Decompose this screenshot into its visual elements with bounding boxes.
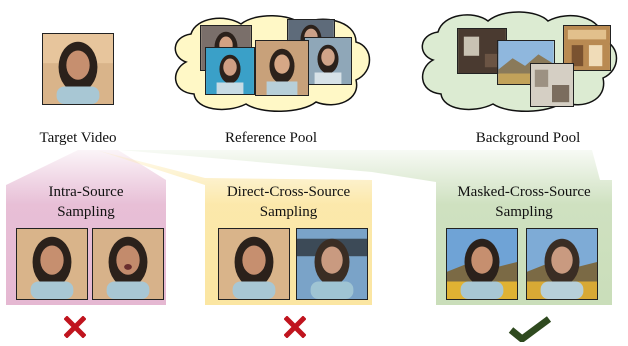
masked-thumb-target	[446, 228, 518, 300]
intra-cross-icon	[64, 316, 86, 338]
direct-thumb-target	[218, 228, 290, 300]
reference-thumb-3	[304, 37, 352, 85]
intra-source-title-line1: Intra-Source	[48, 184, 124, 200]
masked-check-icon	[508, 316, 552, 342]
target-video-label: Target Video	[39, 130, 117, 146]
masked-cross-source-title: Masked-Cross-Source Sampling	[436, 182, 612, 222]
masked-cross-source-title-line2: Sampling	[495, 204, 553, 220]
intra-source-title: Intra-Source Sampling	[6, 182, 166, 222]
background-pool-label: Background Pool	[475, 130, 581, 146]
reference-thumb-4	[205, 47, 255, 95]
background-thumb-loft	[563, 25, 611, 71]
intra-source-title-line2: Sampling	[57, 204, 115, 220]
direct-cross-source-title-line1: Direct-Cross-Source	[226, 184, 351, 200]
direct-thumb-reference	[296, 228, 368, 300]
reference-thumb-5	[255, 40, 309, 96]
intra-thumb-2	[92, 228, 164, 300]
background-thumb-interior	[530, 63, 574, 107]
intra-thumb-1	[16, 228, 88, 300]
direct-cross-icon	[284, 316, 306, 338]
masked-cross-source-title-line1: Masked-Cross-Source	[457, 184, 591, 200]
reference-pool-label: Reference Pool	[224, 130, 318, 146]
masked-thumb-reference	[526, 228, 598, 300]
direct-cross-source-title-line2: Sampling	[259, 204, 318, 220]
target-video-thumbnail	[42, 33, 114, 105]
direct-cross-source-title: Direct-Cross-Source Sampling	[205, 182, 372, 222]
